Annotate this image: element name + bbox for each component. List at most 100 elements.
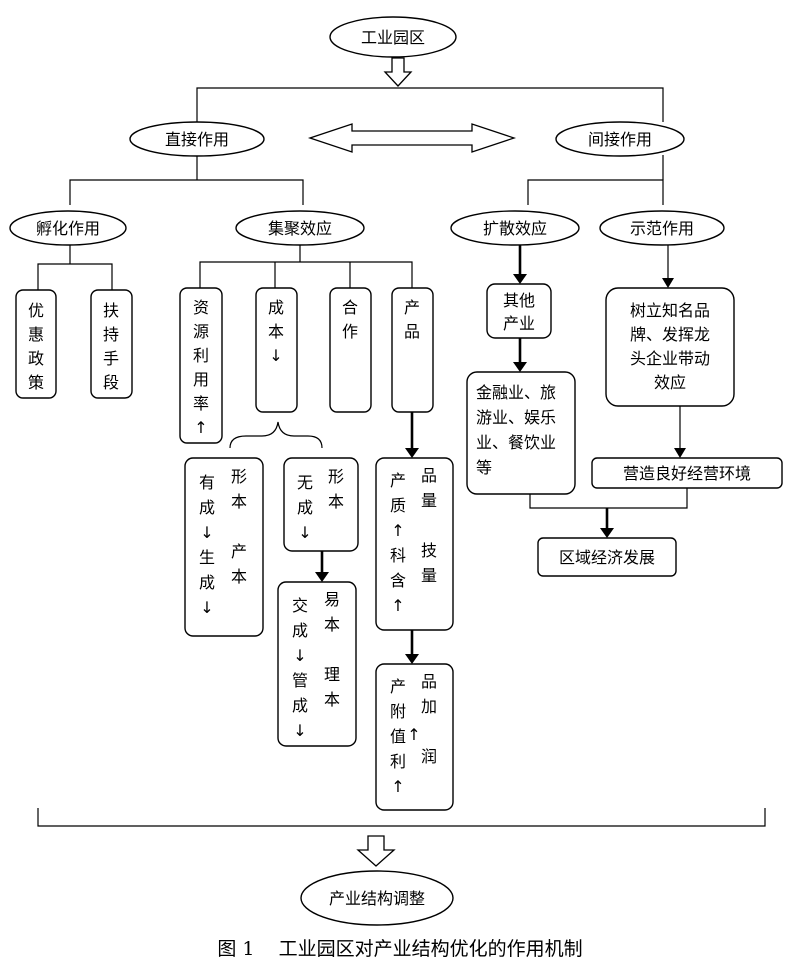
hollow-down-arrow-bottom <box>356 835 396 867</box>
svg-text:作: 作 <box>342 322 358 341</box>
svg-text:含: 含 <box>390 571 406 590</box>
svg-text:↑: ↑ <box>391 521 404 540</box>
svg-text:本: 本 <box>328 492 344 511</box>
svg-text:集聚效应: 集聚效应 <box>268 219 332 238</box>
svg-text:加: 加 <box>421 697 437 716</box>
svg-text:成: 成 <box>297 498 313 517</box>
svg-text:其他: 其他 <box>503 291 535 310</box>
box-tangible-production-cost: 有 成 ↓ 生 成 ↓ 形 本 产 本 <box>184 457 264 637</box>
svg-text:↑: ↑ <box>391 777 404 796</box>
svg-text:树立知名品: 树立知名品 <box>630 301 710 320</box>
svg-text:合: 合 <box>342 298 358 317</box>
svg-text:管: 管 <box>292 671 308 690</box>
svg-text:牌、发挥龙: 牌、发挥龙 <box>630 325 710 344</box>
node-direct-effect: 直接作用 <box>129 121 265 157</box>
svg-text:↓: ↓ <box>293 721 306 740</box>
box-business-environment: 营造良好经营环境 <box>591 457 783 489</box>
svg-text:直接作用: 直接作用 <box>165 130 229 149</box>
svg-text:产: 产 <box>231 542 247 561</box>
svg-text:成: 成 <box>199 498 215 517</box>
svg-text:金融业、旅: 金融业、旅 <box>476 383 556 402</box>
svg-text:成: 成 <box>292 696 308 715</box>
figure-caption: 图 1 工业园区对产业结构优化的作用机制 <box>217 938 582 960</box>
svg-text:易: 易 <box>324 590 340 609</box>
svg-text:间接作用: 间接作用 <box>588 130 652 149</box>
svg-text:↑: ↑ <box>391 596 404 615</box>
svg-text:质: 质 <box>390 496 406 515</box>
svg-text:工业园区: 工业园区 <box>361 28 425 47</box>
svg-text:↓: ↓ <box>200 598 213 617</box>
svg-text:本: 本 <box>231 492 247 511</box>
node-top: 工业园区 <box>329 16 457 58</box>
svg-text:段: 段 <box>103 373 119 392</box>
node-cluster: 集聚效应 <box>235 210 365 246</box>
box-intangible-cost: 无 成 ↓ 形 本 <box>283 457 359 552</box>
box-service-industries: 金融业、旅 游业、娱乐 业、餐饮业 等 <box>466 371 576 495</box>
node-diffusion: 扩散效应 <box>450 210 580 246</box>
svg-text:扶: 扶 <box>103 301 119 320</box>
svg-text:技: 技 <box>421 541 437 560</box>
box-resource-utilization: 资 源 利 用 率 ↑ <box>179 287 223 444</box>
box-support-means: 扶 持 手 段 <box>90 289 133 399</box>
svg-text:有: 有 <box>199 473 215 492</box>
svg-text:品: 品 <box>404 322 420 341</box>
svg-text:交: 交 <box>292 596 308 615</box>
svg-text:头企业带动: 头企业带动 <box>630 349 710 368</box>
node-bottom: 产业结构调整 <box>300 870 454 926</box>
box-brand-leading: 树立知名品 牌、发挥龙 头企业带动 效应 <box>605 287 735 407</box>
svg-text:品: 品 <box>421 466 437 485</box>
hollow-down-arrow-top <box>383 57 413 87</box>
svg-text:政: 政 <box>28 349 44 368</box>
box-quality-tech: 产 质 ↑ 科 含 ↑ 品 量 技 量 <box>375 457 454 631</box>
svg-text:量: 量 <box>421 491 437 510</box>
svg-text:源: 源 <box>193 322 209 341</box>
node-indirect-effect: 间接作用 <box>555 121 685 157</box>
svg-text:优: 优 <box>28 301 44 320</box>
svg-text:业、餐饮业: 业、餐饮业 <box>476 433 556 452</box>
svg-text:形: 形 <box>328 467 344 486</box>
svg-text:无: 无 <box>297 473 313 492</box>
svg-text:游业、娱乐: 游业、娱乐 <box>476 408 556 427</box>
svg-text:附: 附 <box>390 702 406 721</box>
box-cost-down: 成 本 ↓ <box>255 287 298 413</box>
svg-text:本: 本 <box>231 567 247 586</box>
svg-text:本: 本 <box>324 690 340 709</box>
svg-text:润: 润 <box>421 747 437 766</box>
svg-text:产: 产 <box>404 298 420 317</box>
svg-text:持: 持 <box>103 325 119 344</box>
svg-text:利: 利 <box>390 752 406 771</box>
svg-text:成: 成 <box>199 573 215 592</box>
svg-text:↑: ↑ <box>194 418 207 437</box>
svg-text:成: 成 <box>292 621 308 640</box>
box-product: 产 品 <box>391 287 434 413</box>
svg-text:扩散效应: 扩散效应 <box>483 219 547 238</box>
node-demonstration: 示范作用 <box>599 210 725 246</box>
double-arrow <box>307 123 517 153</box>
svg-text:利: 利 <box>193 346 209 365</box>
svg-text:产: 产 <box>390 471 406 490</box>
svg-text:科: 科 <box>390 546 406 565</box>
svg-text:率: 率 <box>193 394 209 413</box>
svg-text:↓: ↓ <box>293 646 306 665</box>
svg-text:生: 生 <box>199 548 215 567</box>
svg-text:营造良好经营环境: 营造良好经营环境 <box>623 464 751 483</box>
svg-text:↓: ↓ <box>298 523 311 542</box>
svg-text:等: 等 <box>476 458 492 477</box>
svg-text:区域经济发展: 区域经济发展 <box>559 548 655 567</box>
svg-text:↓: ↓ <box>269 346 282 365</box>
box-other-industries: 其他 产业 <box>486 283 552 339</box>
svg-text:惠: 惠 <box>28 325 44 344</box>
svg-text:本: 本 <box>324 615 340 634</box>
svg-text:本: 本 <box>268 322 284 341</box>
svg-text:效应: 效应 <box>654 373 686 392</box>
svg-text:品: 品 <box>421 672 437 691</box>
svg-text:↓: ↓ <box>200 523 213 542</box>
svg-text:值: 值 <box>390 727 406 746</box>
svg-text:↑: ↑ <box>407 725 420 744</box>
svg-text:产: 产 <box>390 677 406 696</box>
svg-text:量: 量 <box>421 566 437 585</box>
box-transaction-management-cost: 交 成 ↓ 管 成 ↓ 易 本 理 本 <box>277 581 357 747</box>
svg-text:成: 成 <box>268 298 284 317</box>
svg-text:孵化作用: 孵化作用 <box>36 219 100 238</box>
